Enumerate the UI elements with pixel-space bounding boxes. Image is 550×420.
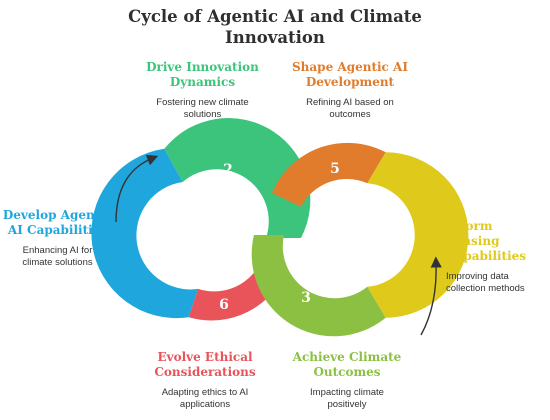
flow-arrow-left [115, 154, 159, 223]
diagram-title: Cycle of Agentic AI and Climate Innovati… [128, 7, 422, 47]
segment-3-text: Achieve Climate Outcomes Impacting clima… [282, 350, 412, 411]
segment-6-description: Adapting ethics to AI applications [161, 387, 249, 410]
segment-5-heading: Shape Agentic AI Development [292, 60, 408, 89]
segment-2-arc[interactable] [164, 118, 311, 238]
segment-number-3: 3 [301, 290, 311, 306]
segment-5-text: Shape Agentic AI Development Refining AI… [280, 60, 420, 121]
segment-2-description: Fostering new climate solutions [156, 97, 249, 120]
segment-6-text: Evolve Ethical Considerations Adapting e… [140, 350, 270, 411]
segment-4-heading: Inform Sensing Capabilities [446, 219, 527, 263]
segment-1-arc[interactable] [91, 148, 199, 319]
segment-2-text: Drive Innovation Dynamics Fostering new … [135, 60, 270, 121]
segment-4-arc[interactable] [367, 152, 469, 318]
segment-3-arc[interactable] [251, 235, 386, 337]
segment-number-2: 2 [223, 162, 233, 178]
flow-arrow-right [420, 256, 442, 336]
segment-1-heading: Develop Agentic AI Capabilities [2, 208, 113, 237]
segment-2-heading: Drive Innovation Dynamics [146, 60, 259, 89]
segment-number-6: 6 [219, 297, 229, 313]
segment-3-description: Impacting climate positively [310, 387, 384, 410]
segment-1-text: Develop Agentic AI Capabilities Enhancin… [0, 208, 115, 269]
segment-number-4: 4 [403, 231, 413, 247]
segment-6-heading: Evolve Ethical Considerations [154, 350, 256, 379]
segment-4-text: Inform Sensing Capabilities Improving da… [446, 219, 548, 295]
segment-3-heading: Achieve Climate Outcomes [292, 350, 402, 379]
segment-5-arc[interactable] [272, 142, 386, 207]
segment-5-description: Refining AI based on outcomes [306, 97, 394, 120]
segment-1-description: Enhancing AI for climate solutions [22, 245, 93, 268]
segment-number-1: 1 [138, 231, 148, 247]
segment-4-description: Improving data collection methods [446, 271, 525, 294]
segment-number-5: 5 [330, 161, 340, 177]
